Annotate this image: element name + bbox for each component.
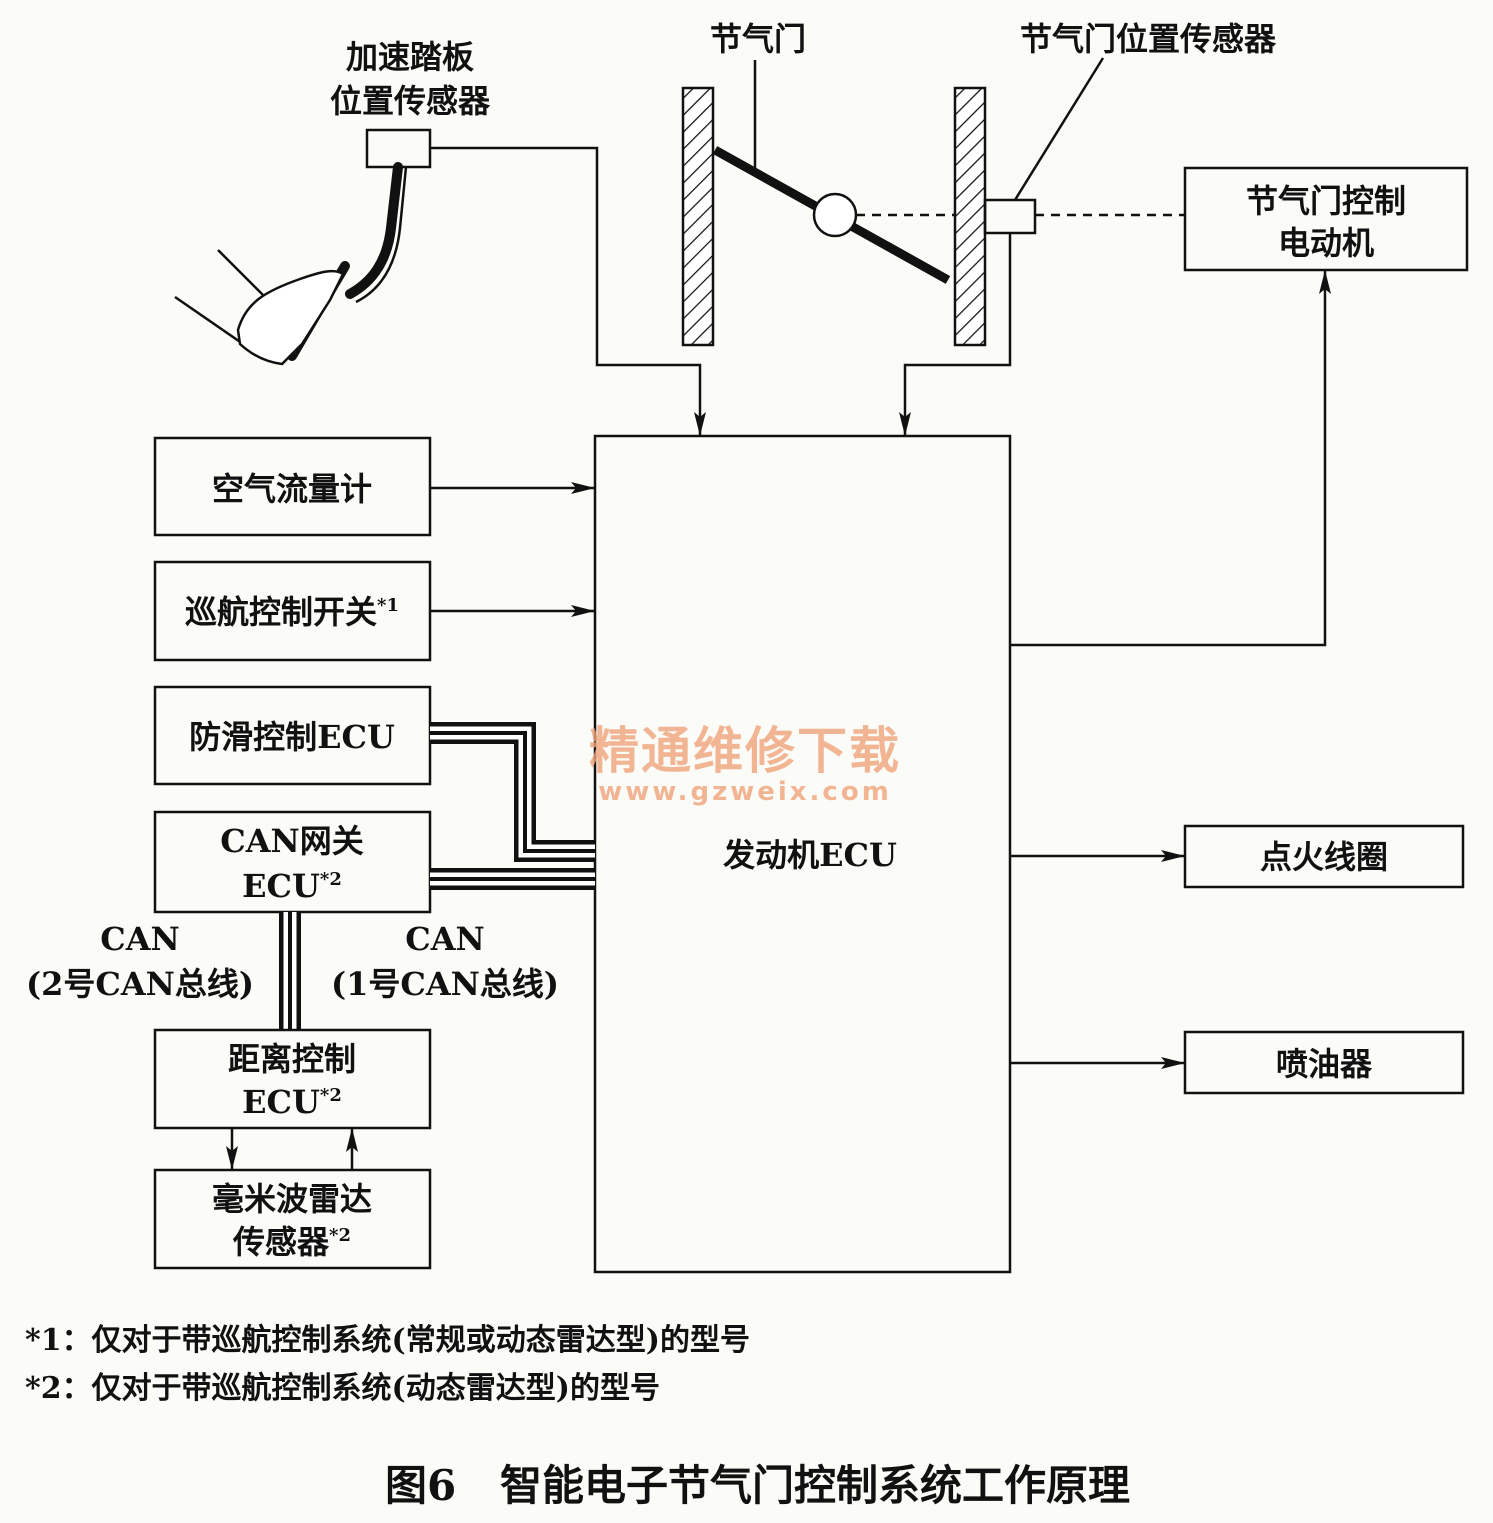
distance-control-ecu-box xyxy=(153,1028,432,1130)
figure-number: 图6 xyxy=(385,1461,456,1510)
tps-leader-line xyxy=(1013,57,1105,201)
throttle-body-wall-left xyxy=(681,86,715,347)
distance-ecu-label-line2: ECU*2 xyxy=(242,1083,342,1121)
distance-ecu-label-line1: 距离控制 xyxy=(228,1040,356,1078)
injector-label: 喷油器 xyxy=(1276,1045,1373,1083)
radar-sensor-box xyxy=(153,1168,432,1270)
watermark-title: 精通维修下载 xyxy=(589,722,901,780)
watermark-url: www.gzweix.com xyxy=(598,777,892,807)
engine-ecu-label: 发动机ECU xyxy=(723,836,897,874)
motor-drive-line xyxy=(1010,270,1331,647)
can1-label-line1: CAN xyxy=(405,920,485,958)
tps-label: 节气门位置传感器 xyxy=(1020,20,1277,58)
ignition-coil-box xyxy=(1183,824,1465,889)
footnote-2: *2：仅对于带巡航控制系统(动态雷达型)的型号 xyxy=(25,1371,660,1406)
throttle-motor-label-line1: 节气门控制 xyxy=(1246,182,1406,220)
radar-sensor-label-line1: 毫米波雷达 xyxy=(212,1180,372,1218)
air-flow-meter-label: 空气流量计 xyxy=(212,470,372,508)
tps-signal-line xyxy=(899,233,1012,436)
pedal-sensor-label-line1: 加速踏板 xyxy=(346,38,474,76)
figure-caption: 智能电子节气门控制系统工作原理 xyxy=(500,1461,1130,1510)
ignition-coil-label: 点火线圈 xyxy=(1260,838,1388,876)
radar-sensor-label-line2: 传感器*2 xyxy=(232,1223,351,1261)
can1-label-line2: (1号CAN总线) xyxy=(331,965,559,1003)
throttle-motor-label-line2: 电动机 xyxy=(1278,224,1374,262)
air-flow-meter-box xyxy=(153,436,432,537)
pedal-position-sensor-box xyxy=(365,128,432,169)
can-gateway-label-line2: ECU*2 xyxy=(242,867,342,905)
can2-label-line2: (2号CAN总线) xyxy=(26,965,254,1003)
can-gateway-label-line1: CAN网关 xyxy=(220,822,364,860)
throttle-shaft xyxy=(812,192,858,238)
throttle-body-wall-right xyxy=(953,86,987,347)
throttle-position-sensor-box xyxy=(983,198,1037,235)
can-bus-skid-ecu xyxy=(430,722,595,862)
footnote-1: *1：仅对于带巡航控制系统(常规或动态雷达型)的型号 xyxy=(25,1323,750,1358)
accelerator-pedal-icon xyxy=(174,162,408,366)
cruise-switch-label: 巡航控制开关*1 xyxy=(185,593,399,631)
throttle-label: 节气门 xyxy=(710,20,806,58)
pedal-signal-line xyxy=(430,146,706,436)
injector-box xyxy=(1183,1030,1465,1095)
pedal-sensor-label-line2: 位置传感器 xyxy=(330,82,491,120)
can2-label-line1: CAN xyxy=(100,920,180,958)
skid-control-ecu-label: 防滑控制ECU xyxy=(189,718,395,756)
